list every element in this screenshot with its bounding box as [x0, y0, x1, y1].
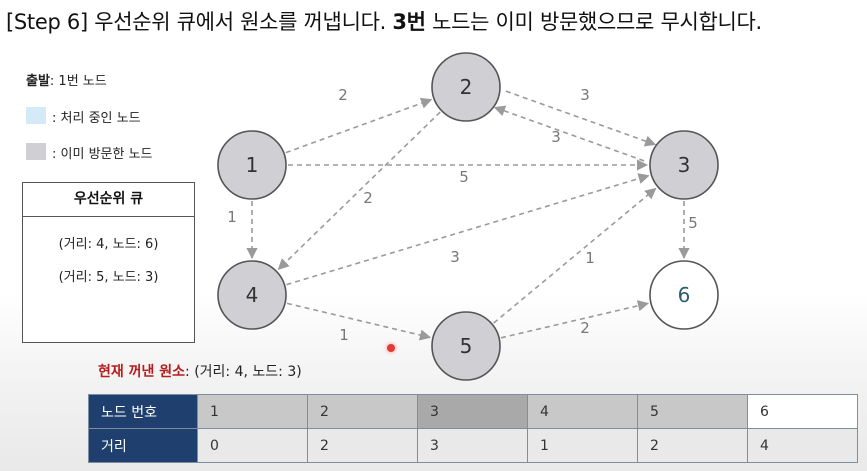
edge-weight-2-4: 2	[363, 189, 373, 207]
edge-1-2	[285, 97, 433, 154]
node-label: 6	[678, 283, 691, 307]
edge-weight-3-2: 3	[551, 128, 561, 146]
edge-3-2	[493, 105, 645, 162]
priority-queue-box: 우선순위 큐 (거리: 4, 노드: 6) (거리: 5, 노드: 3)	[22, 182, 195, 343]
edge-weight-2-3: 3	[580, 86, 590, 104]
distance-cell: 4	[747, 428, 858, 463]
legend-start-value: : 1번 노드	[49, 74, 107, 89]
edge-4-5	[286, 302, 432, 341]
node-number-cell: 4	[527, 394, 638, 429]
node-number-cell: 5	[637, 394, 748, 429]
step-title-highlight: 3번	[392, 10, 426, 34]
node-circle	[217, 130, 287, 200]
node-5: 5	[431, 311, 501, 381]
edge-weight-3-6: 5	[688, 214, 698, 232]
distance-cell: 0	[197, 428, 308, 463]
legend-visited-label: : 이미 방문한 노드	[52, 147, 153, 162]
node-3: 3	[649, 130, 719, 200]
popped-element-value: : (거리: 4, 노드: 3)	[185, 364, 302, 380]
node-4: 4	[217, 260, 287, 330]
node-number-cell: 1	[197, 394, 308, 429]
edge-weight-5-6: 2	[580, 319, 590, 337]
legend-start: 출발: 1번 노드	[26, 70, 107, 89]
edge-2-4	[277, 111, 441, 270]
distance-cell: 2	[307, 428, 418, 463]
legend-visited-swatch	[26, 143, 46, 160]
popped-element-label: 현재 꺼낸 원소	[98, 364, 186, 380]
node-circle	[431, 52, 501, 122]
legend-processing-swatch	[26, 107, 46, 124]
queue-item: (거리: 4, 노드: 6)	[58, 237, 159, 252]
priority-queue-title: 우선순위 큐	[23, 183, 194, 217]
distance-table: 노드 번호 1 2 3 4 5 6 거리 0 2 3 1 2 4	[88, 394, 858, 463]
distance-cell: 1	[527, 428, 638, 463]
edge-5-3	[493, 187, 657, 324]
distance-row: 거리 0 2 3 1 2 4	[88, 428, 858, 463]
edge-weight-1-2: 2	[338, 86, 348, 104]
queue-item: (거리: 5, 노드: 3)	[58, 270, 159, 285]
node-label: 3	[678, 153, 691, 177]
distance-cell: 3	[417, 428, 528, 463]
legend-processing-label: : 처리 중인 노드	[52, 111, 141, 126]
node-label: 5	[460, 334, 473, 358]
node-number-cell: 2	[307, 394, 418, 429]
node-number-cell: 3	[417, 394, 528, 429]
edge-weight-1-4: 1	[227, 208, 237, 226]
node-circle	[649, 130, 719, 200]
popped-element: 현재 꺼낸 원소: (거리: 4, 노드: 3)	[98, 361, 302, 381]
node-1: 1	[217, 130, 287, 200]
node-number-header: 노드 번호	[88, 394, 198, 429]
edge-weight-4-3: 3	[450, 248, 460, 266]
edge-weight-4-5: 1	[339, 326, 349, 344]
node-label: 4	[246, 283, 259, 307]
node-6: 6	[649, 260, 719, 330]
edge-5-6	[500, 300, 650, 339]
node-circle	[217, 260, 287, 330]
node-label: 2	[460, 75, 473, 99]
edge-weight-5-3: 1	[585, 249, 595, 267]
node-circle	[431, 311, 501, 381]
step-title-suffix: 노드는 이미 방문했으므로 무시합니다.	[425, 10, 762, 34]
node-2: 2	[431, 52, 501, 122]
pointer-dot	[387, 344, 395, 352]
edge-weight-1-3: 5	[459, 168, 469, 186]
node-number-row: 노드 번호 1 2 3 4 5 6	[88, 394, 858, 429]
node-number-cell: 6	[747, 394, 858, 429]
node-label: 1	[246, 153, 259, 177]
legend-start-key: 출발	[26, 74, 50, 89]
node-circle	[649, 260, 719, 330]
distance-header: 거리	[88, 428, 198, 463]
distance-cell: 2	[637, 428, 748, 463]
edge-4-3	[286, 173, 650, 286]
step-title: [Step 6] 우선순위 큐에서 원소를 꺼냅니다. 3번 노드는 이미 방문…	[6, 6, 762, 36]
step-title-prefix: [Step 6] 우선순위 큐에서 원소를 꺼냅니다.	[6, 10, 393, 34]
